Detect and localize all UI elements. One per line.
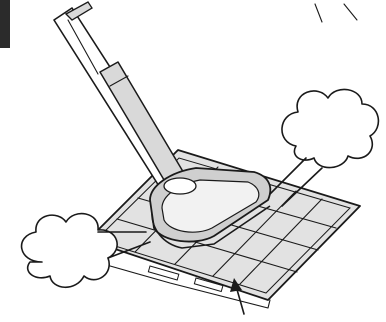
page-tab-marker: [0, 0, 10, 48]
vacuum-wand: [54, 2, 188, 194]
dust-cloud-icon: [282, 89, 378, 167]
motion-lines: [315, 4, 357, 22]
